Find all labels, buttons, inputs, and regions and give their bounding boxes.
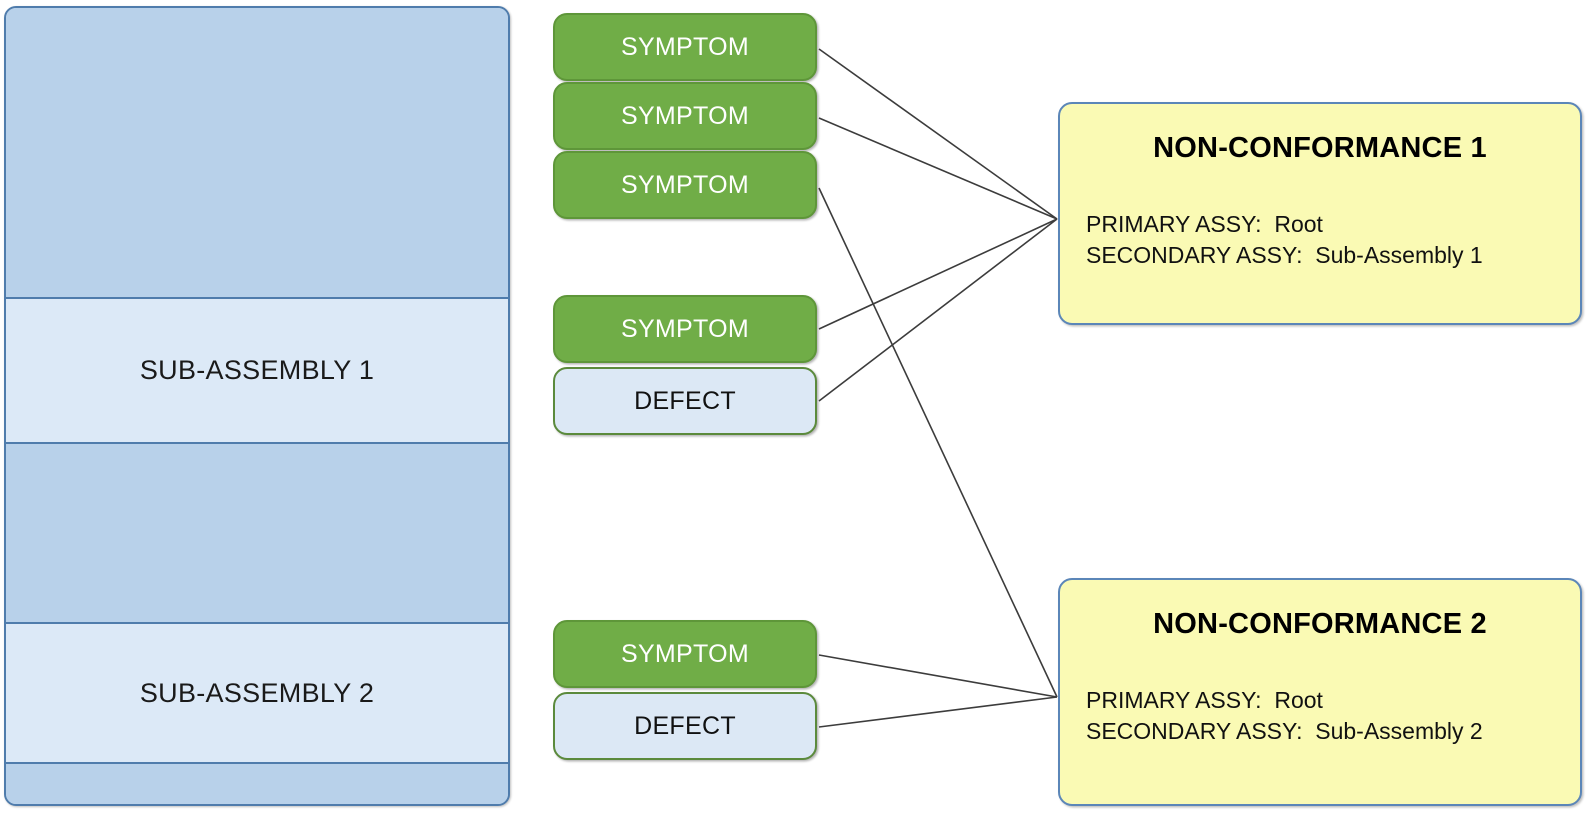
connector-symptom-4-to-nc1 [818,218,1058,330]
non-conformance-card-2[interactable]: NON-CONFORMANCE 2 PRIMARY ASSY: Root SEC… [1058,578,1582,806]
non-conformance-1-secondary-assy: SECONDARY ASSY: Sub-Assembly 1 [1086,241,1483,268]
non-conformance-2-details: PRIMARY ASSY: Root SECONDARY ASSY: Sub-A… [1086,685,1580,746]
symptom-chip-3-label: SYMPTOM [620,170,750,199]
non-conformance-2-primary-assy: PRIMARY ASSY: Root [1086,687,1323,713]
symptom-chip-1-label: SYMPTOM [620,32,750,61]
defect-chip-2-label: DEFECT [634,711,736,740]
non-conformance-card-1[interactable]: NON-CONFORMANCE 1 PRIMARY ASSY: Root SEC… [1058,102,1582,325]
connector-symptom-2-to-nc1 [818,117,1058,220]
defect-chip-2[interactable]: DEFECT [553,692,817,760]
non-conformance-1-details: PRIMARY ASSY: Root SECONDARY ASSY: Sub-A… [1086,209,1580,270]
non-conformance-1-title: NON-CONFORMANCE 1 [1153,132,1487,164]
defect-chip-1-label: DEFECT [634,386,736,415]
assembly-band-sub-assembly-1: SUB-ASSEMBLY 1 [6,297,508,444]
defect-chip-1[interactable]: DEFECT [553,367,817,435]
symptom-chip-4[interactable]: SYMPTOM [553,295,817,363]
symptom-chip-1[interactable]: SYMPTOM [553,13,817,81]
symptom-chip-4-label: SYMPTOM [620,314,750,343]
connector-defect-2-to-nc2 [818,696,1058,728]
connector-symptom-5-to-nc2 [818,654,1058,698]
assembly-band-top [6,8,508,297]
symptom-chip-5[interactable]: SYMPTOM [553,620,817,688]
connector-symptom-1-to-nc1 [818,48,1058,220]
symptom-chip-2-label: SYMPTOM [620,101,750,130]
assembly-band-middle [6,444,508,624]
assembly-band-sub-assembly-2: SUB-ASSEMBLY 2 [6,624,508,764]
sub-assembly-1-label: SUB-ASSEMBLY 1 [139,355,375,385]
root-assembly-panel: ROOT ASSEMBLY SUB-ASSEMBLY 1 SUB-ASSEMBL… [4,6,510,806]
connector-defect-1-to-nc1 [818,218,1058,402]
non-conformance-2-title: NON-CONFORMANCE 2 [1153,608,1487,640]
symptom-chip-5-label: SYMPTOM [620,639,750,668]
non-conformance-1-primary-assy: PRIMARY ASSY: Root [1086,211,1323,237]
symptom-chip-2[interactable]: SYMPTOM [553,82,817,150]
sub-assembly-2-label: SUB-ASSEMBLY 2 [139,677,375,708]
assembly-band-bottom [6,764,508,804]
symptom-chip-3[interactable]: SYMPTOM [553,151,817,219]
non-conformance-2-secondary-assy: SECONDARY ASSY: Sub-Assembly 2 [1086,717,1483,744]
connector-symptom-3-to-nc2 [818,187,1058,698]
